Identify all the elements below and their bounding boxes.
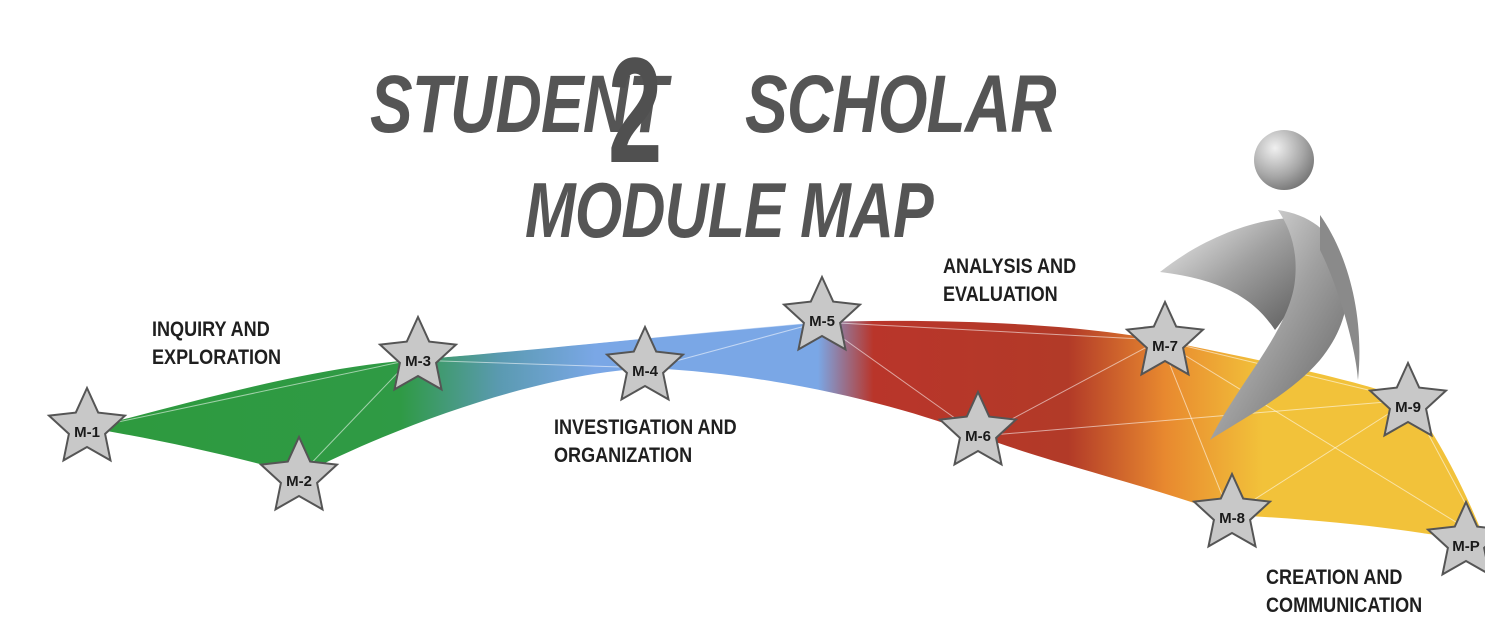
module-label: M-9 bbox=[1395, 399, 1421, 416]
module-star-icon bbox=[377, 314, 459, 392]
module-star-icon bbox=[46, 385, 128, 463]
phase-label-analysis: ANALYSIS AND EVALUATION bbox=[943, 255, 1077, 306]
module-stars: M-1M-2 M-3M-4 M-5M-6 M-7M-8 M-9M-P bbox=[46, 274, 1485, 577]
module-star-icon bbox=[1124, 299, 1206, 377]
module-star-icon bbox=[781, 274, 863, 352]
title-student: STUDENT bbox=[370, 59, 667, 150]
module-label: M-2 bbox=[286, 473, 312, 490]
module-label: M-4 bbox=[632, 363, 658, 380]
scholar-figure-icon bbox=[1160, 130, 1360, 440]
module-star-icon bbox=[258, 434, 340, 512]
phase-label-creation: CREATION AND COMMUNICATION bbox=[1266, 566, 1423, 617]
module-label: M-6 bbox=[965, 428, 991, 445]
module-label: M-8 bbox=[1219, 510, 1245, 527]
subtitle: MODULE MAP bbox=[525, 166, 934, 254]
module-label: M-P bbox=[1452, 538, 1480, 555]
module-label: M-5 bbox=[809, 313, 835, 330]
module-star-icon bbox=[1425, 499, 1485, 577]
phase-label-investigation: INVESTIGATION AND ORGANIZATION bbox=[554, 416, 737, 467]
module-star-icon bbox=[1191, 471, 1273, 549]
phase-label-inquiry: INQUIRY AND EXPLORATION bbox=[152, 318, 282, 369]
title-number: 2 bbox=[608, 26, 662, 194]
module-star-icon bbox=[937, 389, 1019, 467]
module-label: M-1 bbox=[74, 424, 100, 441]
module-label: M-3 bbox=[405, 353, 431, 370]
module-star-icon bbox=[1367, 360, 1449, 438]
module-star-icon bbox=[604, 324, 686, 402]
title-scholar: SCHOLAR bbox=[745, 59, 1057, 150]
module-label: M-7 bbox=[1152, 338, 1178, 355]
